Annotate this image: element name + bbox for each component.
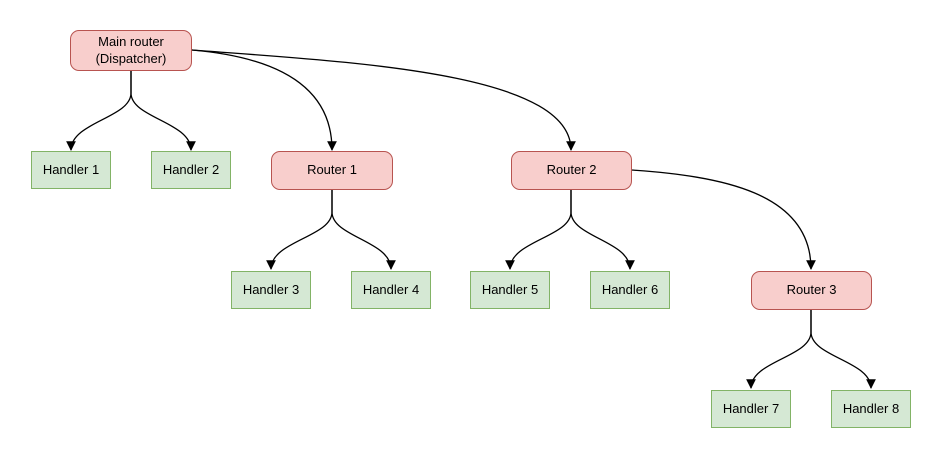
edge-router-3-to-handler-8 (810, 310, 876, 389)
node-handler-4-label: Handler 4 (362, 281, 420, 297)
node-handler-5[interactable]: Handler 5 (470, 271, 550, 309)
edge-router-2-to-handler-5 (505, 190, 572, 270)
node-handler-7[interactable]: Handler 7 (711, 390, 791, 428)
edge-router-1-to-handler-4 (331, 190, 396, 270)
node-handler-6-label: Handler 6 (601, 281, 659, 297)
node-router-1-label: Router 1 (307, 162, 357, 178)
node-handler-8[interactable]: Handler 8 (831, 390, 911, 428)
node-handler-2-label: Handler 2 (162, 161, 220, 177)
edge-main-router-to-handler-1 (66, 71, 132, 151)
node-handler-3-label: Handler 3 (242, 281, 300, 297)
node-handler-1[interactable]: Handler 1 (31, 151, 111, 189)
node-handler-3[interactable]: Handler 3 (231, 271, 311, 309)
node-handler-6[interactable]: Handler 6 (590, 271, 670, 309)
edge-main-router-to-handler-2 (130, 71, 196, 151)
node-handler-7-label: Handler 7 (722, 400, 780, 416)
edge-router-2-to-handler-6 (570, 190, 635, 270)
edge-main-router-to-router-2 (191, 49, 576, 151)
node-router-1[interactable]: Router 1 (271, 151, 393, 190)
node-handler-4[interactable]: Handler 4 (351, 271, 431, 309)
node-router-2-label: Router 2 (546, 162, 597, 178)
edge-main-router-to-router-1 (191, 49, 337, 151)
node-main-router-label-line1: Main router (98, 33, 164, 49)
edge-router-3-to-handler-7 (746, 310, 812, 389)
node-router-3-label: Router 3 (786, 282, 837, 298)
node-handler-5-label: Handler 5 (481, 281, 539, 297)
node-handler-2[interactable]: Handler 2 (151, 151, 231, 189)
node-router-2[interactable]: Router 2 (511, 151, 632, 190)
node-handler-1-label: Handler 1 (42, 161, 100, 177)
node-router-3[interactable]: Router 3 (751, 271, 872, 310)
edge-router-1-to-handler-3 (266, 190, 333, 270)
node-main-router[interactable]: Main router (Dispatcher) (70, 30, 192, 71)
node-handler-8-label: Handler 8 (842, 400, 900, 416)
node-main-router-label-line2: (Dispatcher) (95, 50, 167, 66)
edge-router-2-to-router-3 (630, 169, 816, 270)
